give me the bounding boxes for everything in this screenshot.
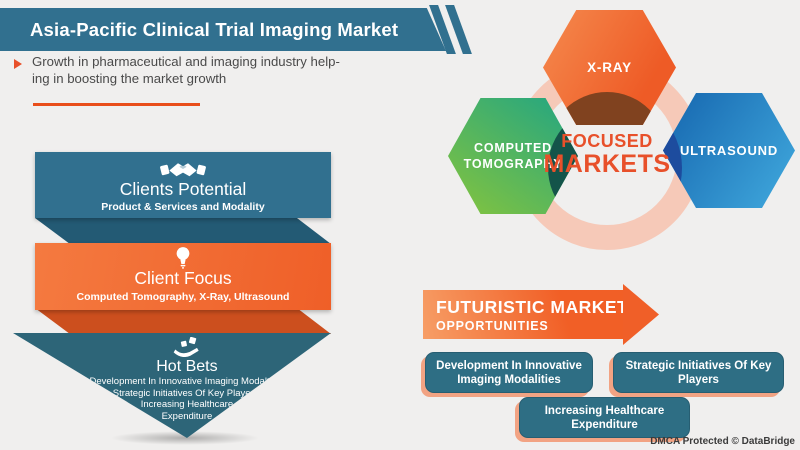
funnel-fold-1 xyxy=(35,218,331,244)
opportunity-label: Strategic Initiatives Of Key Players xyxy=(625,359,772,386)
focused-markets-line-2: MARKETS xyxy=(543,150,671,178)
title-banner: Asia-Pacific Clinical Trial Imaging Mark… xyxy=(0,8,446,51)
stage-subtitle-line: Strategic Initiatives Of Key Players, xyxy=(112,387,262,399)
stage-subtitle-line: Development In Innovative Imaging Modalt… xyxy=(89,376,285,387)
lightbulb-icon xyxy=(176,247,190,269)
stage-title: Hot Bets xyxy=(156,358,218,375)
opportunity-box-key-players: Strategic Initiatives Of Key Players xyxy=(613,352,784,393)
arrow-head-icon xyxy=(623,284,659,345)
funnel-ground-shadow xyxy=(110,431,260,445)
stage-subtitle: Product & Services and Modality xyxy=(101,201,265,213)
focused-markets-line-1: FOCUSED xyxy=(561,131,653,151)
description-line-2: ing in boosting the market growth xyxy=(32,71,227,86)
stage-subtitle-line: Increasing Healthcare xyxy=(140,399,234,410)
description-line-1: Growth in pharmaceutical and imaging ind… xyxy=(32,54,340,69)
stage-title: Clients Potential xyxy=(119,179,247,199)
hot-bets-content: Hot Bets Development In Innovative Imagi… xyxy=(28,333,331,422)
funnel-stage-clients-potential: Clients Potential Product & Services and… xyxy=(35,152,331,218)
opportunity-label: Increasing Healthcare Expenditure xyxy=(544,404,665,431)
stage-subtitle-line: Expenditure xyxy=(161,410,213,422)
arrow-bullet-icon xyxy=(14,59,22,69)
funnel-stage-client-focus: Client Focus Computed Tomography, X-Ray,… xyxy=(35,243,331,310)
hexagon-x-ray: X-RAY xyxy=(543,10,676,125)
dmca-watermark: DMCA Protected © DataBridge xyxy=(650,436,795,447)
stage-title: Client Focus xyxy=(134,268,232,288)
dice-in-hand-icon xyxy=(173,337,199,357)
focused-markets-label: FOCUSED MARKETS xyxy=(540,131,674,178)
accent-divider xyxy=(33,103,200,106)
hexagon-label: ULTRASOUND xyxy=(679,143,779,158)
opportunities-arrow: FUTURISTIC MARKET OPPORTUNITIES xyxy=(423,290,629,339)
handshake-icon xyxy=(160,163,206,177)
hexagon-label: COMPUTED TOMOGRAPHY xyxy=(463,141,563,171)
opportunity-box-imaging-modalities: Development In Innovative Imaging Modali… xyxy=(425,352,593,393)
opportunities-title-line-1: FUTURISTIC MARKET xyxy=(436,297,629,317)
hexagon-label: X-RAY xyxy=(587,60,632,75)
opportunities-title-line-2: OPPORTUNITIES xyxy=(436,319,549,333)
funnel-fold-2 xyxy=(35,308,331,334)
opportunity-box-healthcare-expenditure: Increasing Healthcare Expenditure xyxy=(519,397,690,438)
stage-subtitle: Computed Tomography, X-Ray, Ultrasound xyxy=(76,291,290,303)
funnel-stage-hot-bets: Hot Bets Development In Innovative Imagi… xyxy=(13,333,331,438)
market-description: Growth in pharmaceutical and imaging ind… xyxy=(32,53,362,87)
page-title: Asia-Pacific Clinical Trial Imaging Mark… xyxy=(30,18,399,40)
opportunity-label: Development In Innovative Imaging Modali… xyxy=(436,359,582,386)
